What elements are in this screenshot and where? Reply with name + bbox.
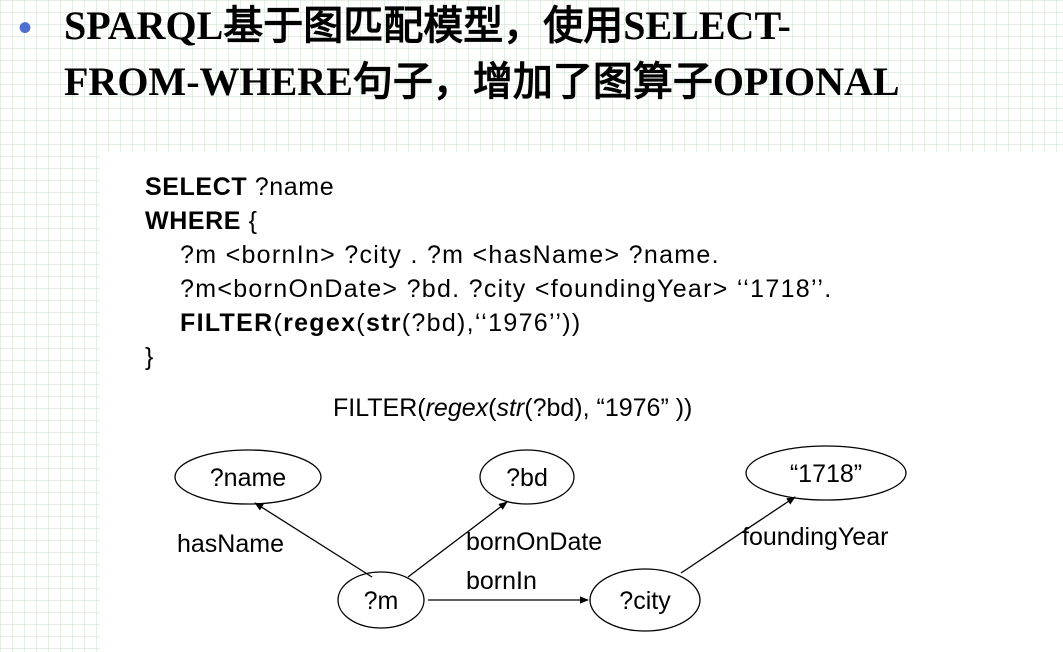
filter-arguments: (?bd),‘‘1976’’)): [401, 309, 582, 337]
node-city: [589, 568, 701, 632]
heading-line-2: FROM-WHERE句子，增加了图算子OPIONAL: [64, 59, 900, 104]
heading-line-1: SPARQL基于图匹配模型，使用SELECT-: [64, 3, 791, 48]
node-city-label: ?city: [619, 587, 671, 615]
where-brace: {: [241, 207, 258, 235]
query-close-brace: }: [145, 343, 154, 371]
node-year-label: “1718”: [790, 460, 862, 488]
bullet-point: •: [18, 6, 33, 50]
str-keyword: str: [365, 309, 402, 337]
edge-bornOnDate: [407, 501, 508, 578]
edge-hasName: [254, 502, 373, 578]
node-m-label: ?m: [364, 587, 399, 615]
query-line-select: SELECT ?name: [145, 170, 334, 204]
select-keyword: SELECT: [145, 173, 248, 201]
node-bd-label: ?bd: [506, 464, 548, 492]
node-bd: [479, 449, 575, 505]
edge-foundingYear: [680, 496, 796, 574]
edge-hasName-label: hasName: [177, 530, 284, 558]
filter-keyword: FILTER: [180, 309, 274, 337]
query-line-triples-2: ?m<bornOnDate> ?bd. ?city <foundingYear>…: [180, 275, 833, 303]
node-name-label: ?name: [210, 464, 286, 492]
filter-open-paren: (: [273, 309, 284, 337]
edge-foundingYear-label: foundingYear: [742, 523, 888, 551]
query-line-filter: FILTER(regex(str(?bd),‘‘1976’’)): [180, 306, 581, 340]
select-variable: ?name: [247, 173, 335, 201]
query-graph-diagram: FILTER(regex(str(?bd), “1976” )) ?name ?…: [174, 394, 907, 632]
sparql-figure-panel: SELECT ?name WHERE { ?m <bornIn> ?city .…: [100, 152, 1063, 652]
node-name: [174, 449, 322, 505]
node-m: [337, 571, 425, 629]
edge-bornIn-label: bornIn: [466, 567, 537, 595]
regex-keyword: regex: [283, 309, 357, 337]
query-line-where: WHERE {: [145, 204, 258, 238]
edge-bornOnDate-label: bornOnDate: [466, 528, 602, 556]
node-year: [745, 445, 907, 501]
filter-condition-label: FILTER(regex(str(?bd), “1976” )): [333, 394, 692, 422]
where-keyword: WHERE: [145, 207, 242, 235]
query-line-triples-1: ?m <bornIn> ?city . ?m <hasName> ?name.: [180, 241, 720, 269]
regex-open-paren: (: [356, 309, 366, 337]
